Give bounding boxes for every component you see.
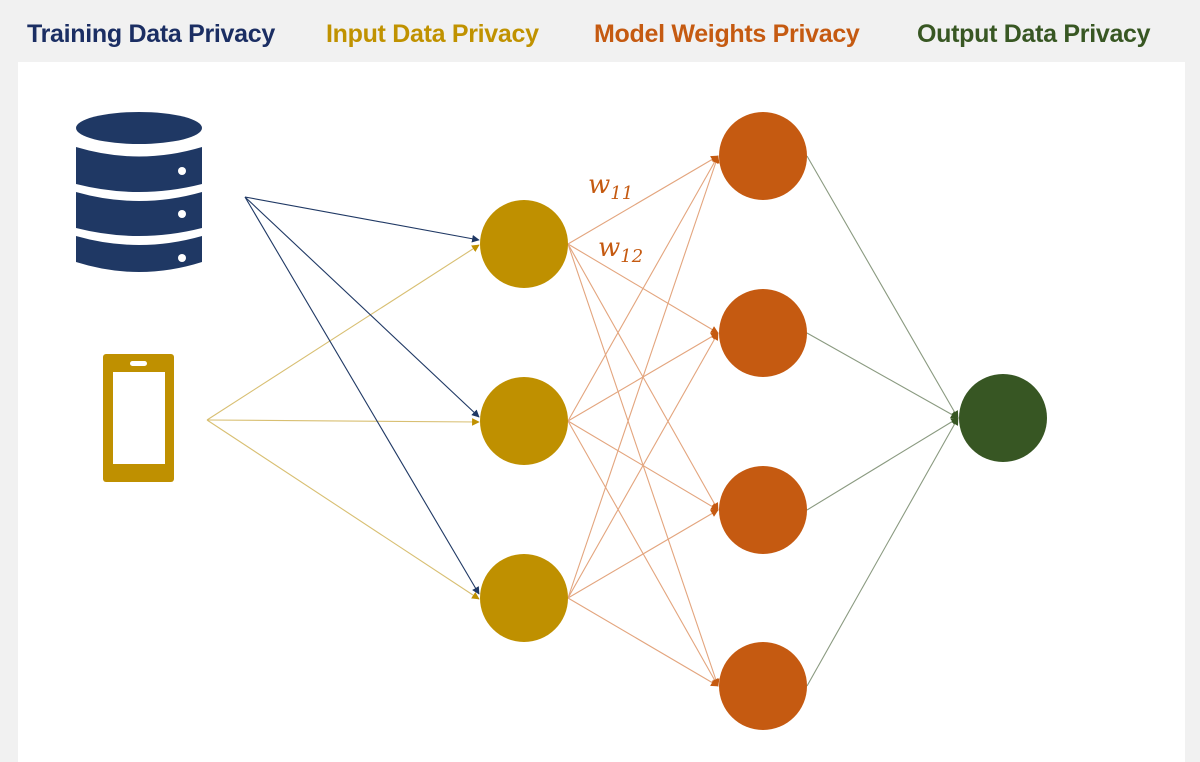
edge-database-to-input-2 xyxy=(244,196,480,418)
database-icon xyxy=(76,112,202,272)
output-data-privacy-label: Output Data Privacy xyxy=(917,20,1151,48)
edge-input-1-to-hidden-1 xyxy=(567,155,719,245)
weight-label-w11: w11 xyxy=(588,170,633,204)
edge-hidden-2-to-output xyxy=(806,332,959,419)
edge-database-to-input-1 xyxy=(244,196,480,243)
edge-input-3-to-hidden-2 xyxy=(567,332,719,599)
hidden-node-1 xyxy=(719,112,807,200)
edge-hidden-3-to-output xyxy=(806,417,959,511)
edge-input-2-to-hidden-1 xyxy=(567,155,719,422)
smartphone-icon xyxy=(103,354,174,482)
hidden-node-4 xyxy=(719,642,807,730)
edges-group xyxy=(206,155,959,687)
input-node-1 xyxy=(480,200,568,288)
hidden-node-3 xyxy=(719,466,807,554)
edge-hidden-1-to-output xyxy=(806,155,959,419)
edge-input-3-to-hidden-3 xyxy=(567,509,719,599)
edge-phone-to-input-3 xyxy=(206,419,480,600)
edge-phone-to-input-1 xyxy=(206,244,480,421)
edge-hidden-4-to-output xyxy=(806,417,959,687)
nodes-group xyxy=(480,112,1047,730)
input-node-3 xyxy=(480,554,568,642)
weight-label-w12: w12 xyxy=(598,233,643,267)
model-weights-privacy-label: Model Weights Privacy xyxy=(594,20,860,48)
edge-database-to-input-3 xyxy=(244,196,480,595)
hidden-node-2 xyxy=(719,289,807,377)
input-data-privacy-label: Input Data Privacy xyxy=(326,20,539,48)
input-node-2 xyxy=(480,377,568,465)
output-node-1 xyxy=(959,374,1047,462)
edge-phone-to-input-2 xyxy=(206,418,480,426)
edge-input-3-to-hidden-1 xyxy=(567,155,720,599)
header-bar: Training Data Privacy Input Data Privacy… xyxy=(0,0,1200,62)
training-data-privacy-label: Training Data Privacy xyxy=(27,20,275,48)
edge-input-3-to-hidden-4 xyxy=(567,597,719,687)
